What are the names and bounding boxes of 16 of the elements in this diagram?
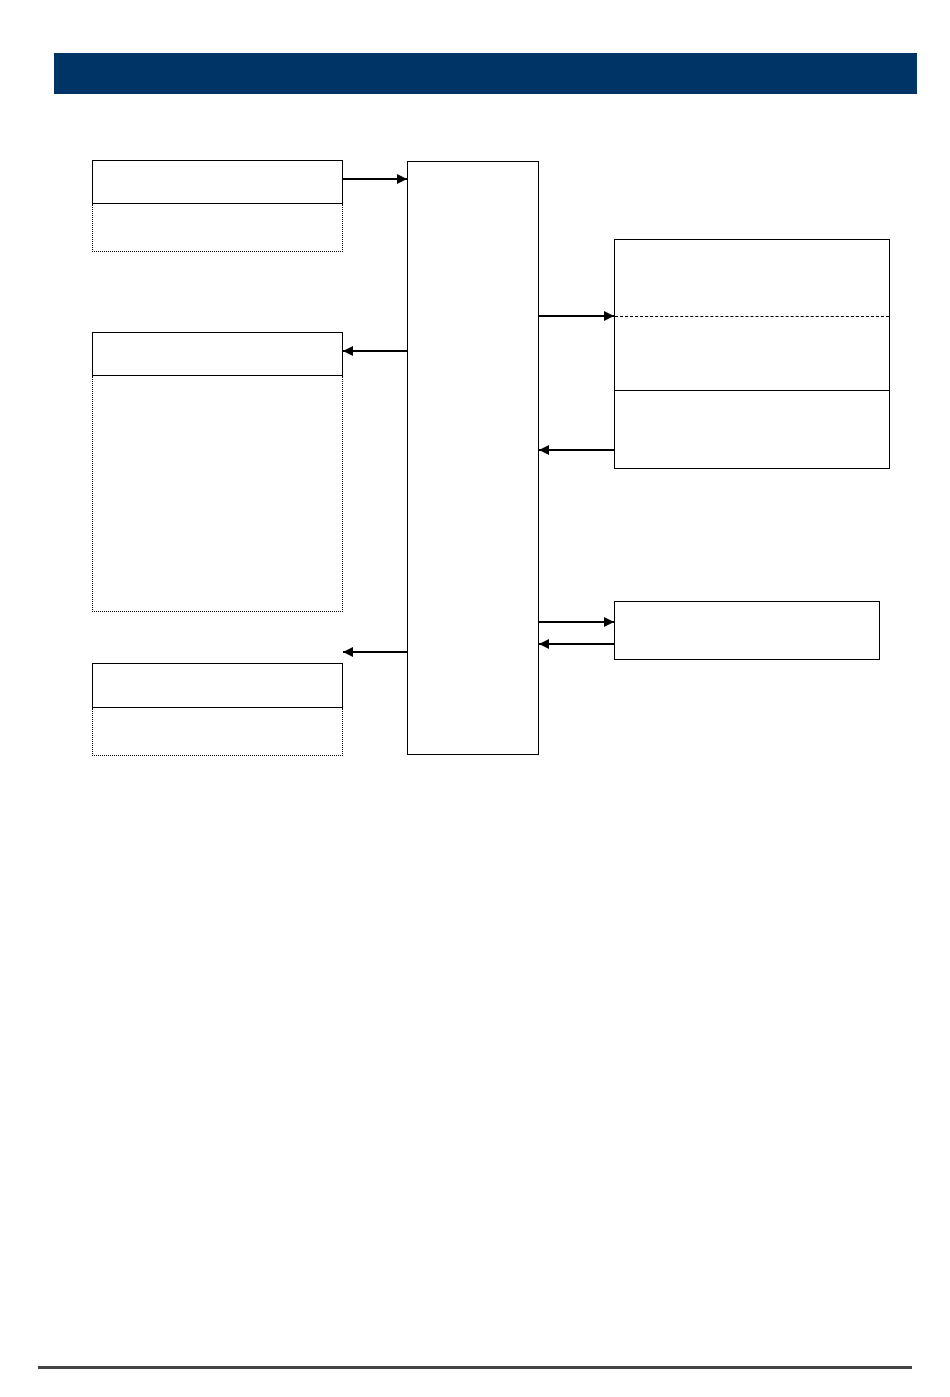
header-box [92,663,343,708]
header-box [92,332,343,376]
dotted-panel [92,376,343,612]
arrow [342,174,408,184]
arrow [538,639,615,649]
compartment-box [614,239,890,469]
arrow [538,445,615,455]
dotted-panel [92,204,343,252]
header-box [92,160,343,204]
dotted-panel [92,708,343,756]
arrow [342,346,408,356]
arrow [538,617,615,627]
arrow [342,647,408,657]
central-block [407,161,539,755]
arrow [538,311,615,321]
small-box [614,601,880,660]
